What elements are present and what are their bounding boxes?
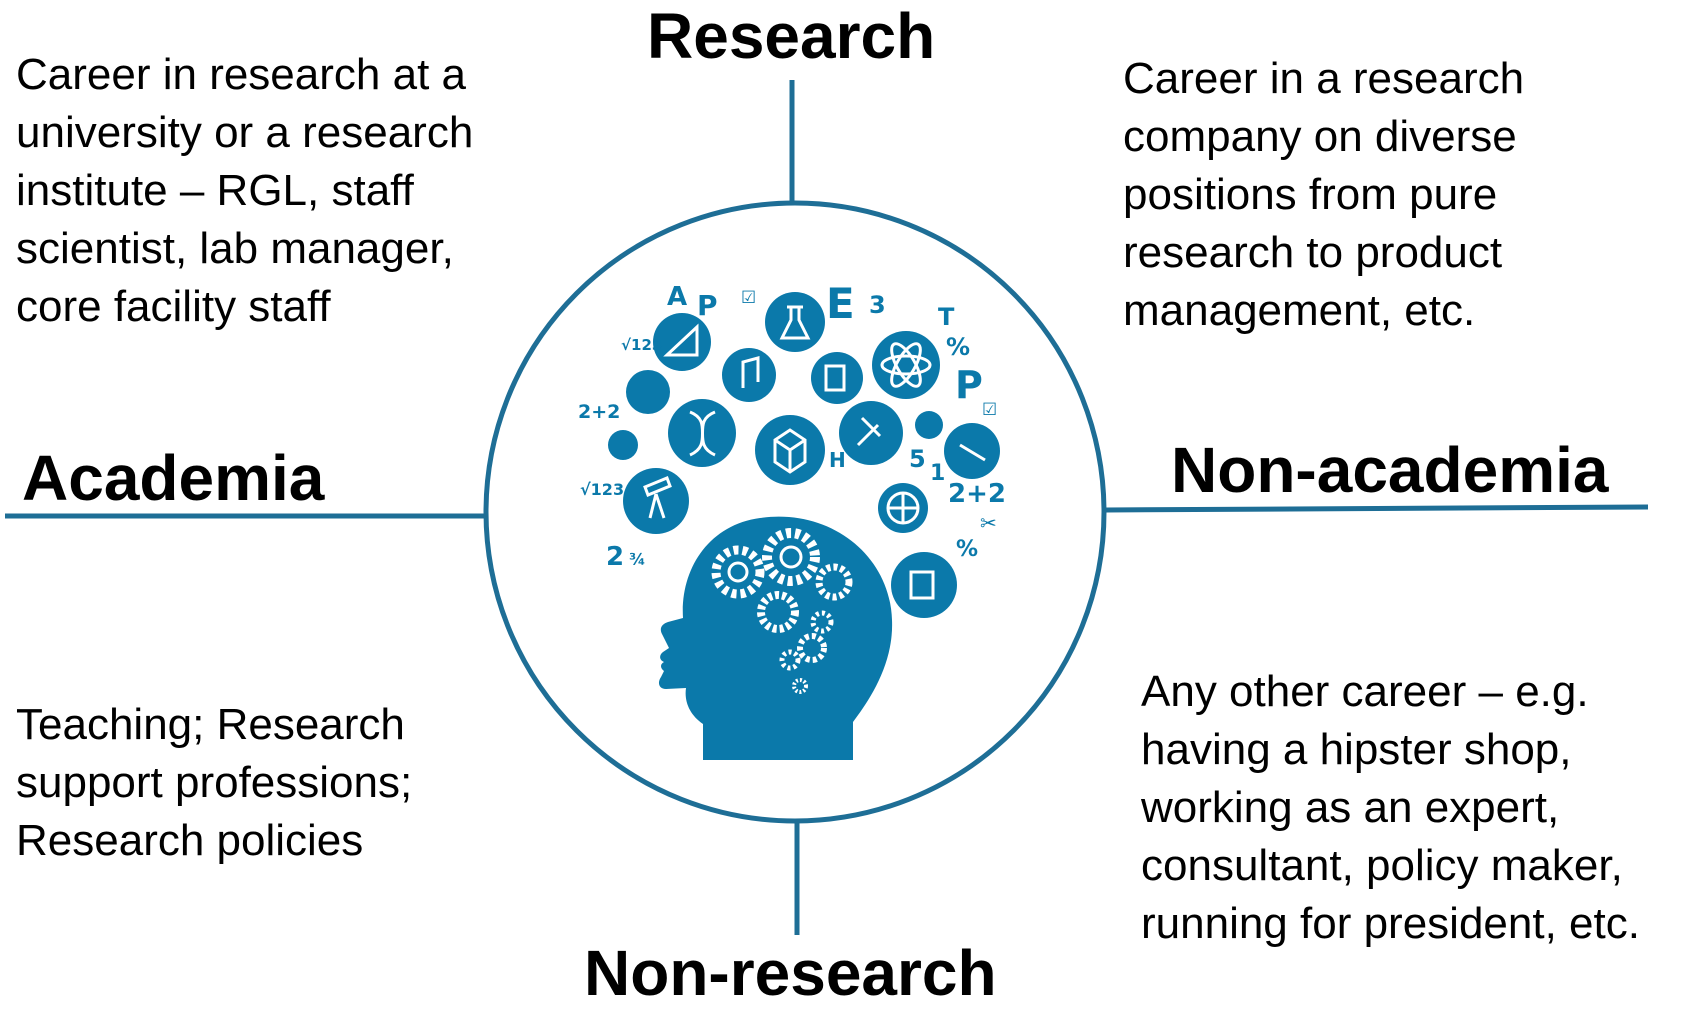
head-silhouette-icon — [658, 516, 893, 760]
axis-line-right — [1105, 504, 1649, 513]
axis-label-non-research: Non-research — [584, 937, 997, 1009]
telescope-icon — [623, 468, 689, 534]
quadrant-top-right-text: Career in a research company on diverse … — [1123, 50, 1524, 340]
symbol-2plus2: 2+2 — [578, 401, 620, 423]
floating-symbols: A P E 3 T % P 2+2 √123 H 5 1 2+2 √123 % … — [578, 279, 1006, 572]
text-line: running for president, etc. — [1141, 899, 1640, 948]
text-line: consultant, policy maker, — [1141, 841, 1623, 890]
symbol-e: E — [826, 279, 855, 328]
checkbox-icon-b: ☑ — [982, 400, 997, 420]
quadrant-bottom-right-text: Any other career – e.g. having a hipster… — [1141, 663, 1640, 953]
quadrant-top-left-text: Career in research at a university or a … — [16, 46, 473, 336]
text-line: research to product — [1123, 228, 1503, 277]
text-line: Research policies — [16, 816, 364, 865]
text-line: institute – RGL, staff — [16, 166, 414, 215]
axis-label-non-academia: Non-academia — [1171, 434, 1609, 506]
symbol-2: 2 — [606, 542, 624, 572]
document-pen-icon — [891, 552, 957, 618]
scissors-icon: ✂ — [980, 511, 997, 535]
text-line: management, etc. — [1123, 286, 1476, 335]
symbol-percent-b: % — [956, 537, 978, 562]
text-line: positions from pure — [1123, 170, 1498, 219]
axis-label-academia: Academia — [22, 442, 325, 514]
microscope-icon — [626, 370, 670, 414]
bubble-glyphs — [643, 305, 986, 600]
symbol-sqrt: √123 — [621, 336, 662, 354]
text-line: having a hipster shop, — [1141, 725, 1572, 774]
text-line: core facility staff — [16, 282, 331, 331]
music-note-icon — [722, 348, 776, 402]
calculator-icon — [915, 411, 943, 439]
atom-small-icon — [608, 430, 638, 460]
symbol-3: 3 — [869, 291, 886, 319]
axis-label-research: Research — [647, 0, 936, 72]
symbol-5: 5 — [909, 445, 926, 473]
symbol-percent: % — [946, 333, 970, 361]
symbol-fraction: ¾ — [629, 550, 646, 569]
checkbox-icon: ☑ — [741, 288, 756, 308]
text-line: support professions; — [16, 758, 413, 807]
symbol-p: P — [697, 289, 718, 322]
flask-icon — [765, 292, 825, 352]
center-circle — [483, 200, 1107, 824]
text-line: Teaching; Research — [16, 700, 405, 749]
text-line: Career in a research — [1123, 54, 1525, 103]
symbol-1: 1 — [930, 461, 945, 486]
text-line: university or a research — [16, 108, 474, 157]
gears-icon — [711, 528, 853, 694]
symbol-2plus2-b: 2+2 — [948, 479, 1006, 509]
quadrant-bottom-left-text: Teaching; Research support professions; … — [16, 696, 412, 870]
symbol-h: H — [829, 448, 846, 472]
text-line: company on diverse — [1123, 112, 1517, 161]
symbol-p-large: P — [955, 363, 983, 407]
text-line: working as an expert, — [1141, 783, 1560, 832]
symbol-a: A — [667, 282, 687, 312]
atom-icon — [872, 331, 940, 399]
text-line: scientist, lab manager, — [16, 224, 454, 273]
document-edit-icon — [811, 352, 863, 404]
symbol-sqrt-b: √123 — [580, 480, 624, 499]
text-line: Career in research at a — [16, 50, 466, 99]
text-line: Any other career – e.g. — [1141, 667, 1589, 716]
symbol-t: T — [938, 303, 955, 331]
